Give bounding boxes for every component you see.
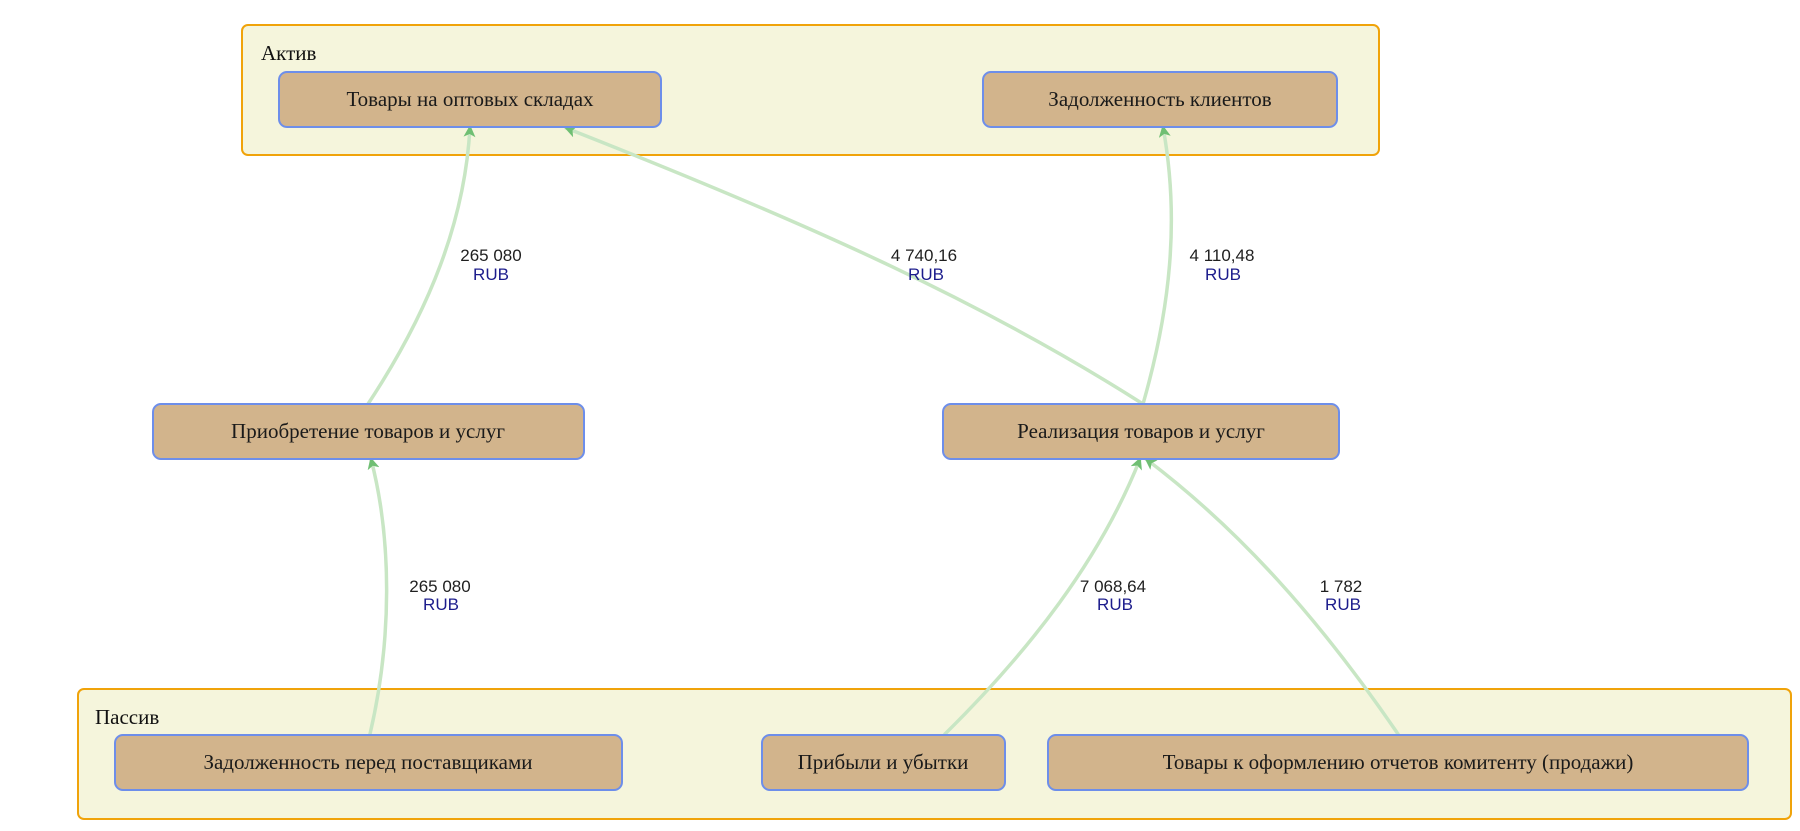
edge-sales-to-wholesale-line — [564, 126, 1145, 406]
node-consignor-goods-box[interactable] — [1047, 734, 1749, 791]
edge-sales-to-customer-debt-currency: RUB — [1205, 265, 1241, 284]
edge-profit-loss-to-sales: 7 068,64 RUB — [943, 457, 1146, 736]
edge-consignor-goods-to-sales-line — [1144, 457, 1400, 736]
edge-consignor-goods-to-sales-amount: 1 782 — [1320, 577, 1363, 596]
node-sales[interactable]: Реализация товаров и услуг — [942, 403, 1340, 460]
edge-sales-to-customer-debt-amount: 4 110,48 — [1190, 246, 1255, 265]
edge-supplier-debt-to-purchases: 265 080 RUB — [367, 457, 471, 736]
node-purchases[interactable]: Приобретение товаров и услуг — [152, 403, 585, 460]
node-wholesale-goods-box[interactable] — [278, 71, 662, 128]
node-customer-debt-box[interactable] — [982, 71, 1338, 128]
edge-sales-to-customer-debt-line — [1141, 125, 1174, 406]
edge-supplier-debt-to-purchases-line — [367, 457, 389, 736]
edge-purchases-to-wholesale-line — [366, 125, 476, 406]
edge-consignor-goods-to-sales: 1 782 RUB — [1144, 457, 1400, 736]
edge-consignor-goods-to-sales-currency: RUB — [1325, 595, 1361, 614]
node-profit-loss[interactable]: Прибыли и убытки — [761, 734, 1006, 791]
group-liabilities-label: Пассив — [95, 705, 159, 729]
edge-profit-loss-to-sales-amount: 7 068,64 — [1080, 577, 1146, 596]
nodes: Товары на оптовых складах Задолженность … — [114, 71, 1749, 791]
edge-profit-loss-to-sales-line — [943, 457, 1142, 736]
node-purchases-label: Приобретение товаров и услуг — [231, 419, 505, 443]
node-customer-debt[interactable]: Задолженность клиентов — [982, 71, 1338, 128]
node-wholesale-goods-label: Товары на оптовых складах — [346, 87, 594, 111]
node-purchases-box[interactable] — [152, 403, 585, 460]
edge-supplier-debt-to-purchases-currency: RUB — [423, 595, 459, 614]
edge-purchases-to-wholesale: 265 080 RUB — [366, 125, 522, 406]
node-supplier-debt-label: Задолженность перед поставщиками — [203, 750, 532, 774]
edge-sales-to-wholesale-currency: RUB — [908, 265, 944, 284]
edge-purchases-to-wholesale-amount: 265 080 — [460, 246, 521, 265]
node-consignor-goods[interactable]: Товары к оформлению отчетов комитенту (п… — [1047, 734, 1749, 791]
node-profit-loss-label: Прибыли и убытки — [798, 750, 969, 774]
edge-supplier-debt-to-purchases-amount: 265 080 — [409, 577, 470, 596]
edge-profit-loss-to-sales-currency: RUB — [1097, 595, 1133, 614]
node-consignor-goods-label: Товары к оформлению отчетов комитенту (п… — [1163, 750, 1634, 774]
node-customer-debt-label: Задолженность клиентов — [1048, 87, 1271, 111]
node-supplier-debt[interactable]: Задолженность перед поставщиками — [114, 734, 623, 791]
edge-purchases-to-wholesale-currency: RUB — [473, 265, 509, 284]
group-assets-label: Актив — [261, 41, 317, 65]
edge-sales-to-wholesale-amount: 4 740,16 — [891, 246, 957, 265]
node-supplier-debt-box[interactable] — [114, 734, 623, 791]
node-wholesale-goods[interactable]: Товары на оптовых складах — [278, 71, 662, 128]
edge-sales-to-wholesale: 4 740,16 RUB — [564, 126, 1145, 406]
edge-sales-to-customer-debt: 4 110,48 RUB — [1141, 125, 1255, 406]
node-profit-loss-box[interactable] — [761, 734, 1006, 791]
edges: 265 080 RUB 4 740,16 RUB 4 110,48 RUB 26… — [366, 125, 1400, 736]
node-sales-label: Реализация товаров и услуг — [1017, 419, 1265, 443]
node-sales-box[interactable] — [942, 403, 1340, 460]
